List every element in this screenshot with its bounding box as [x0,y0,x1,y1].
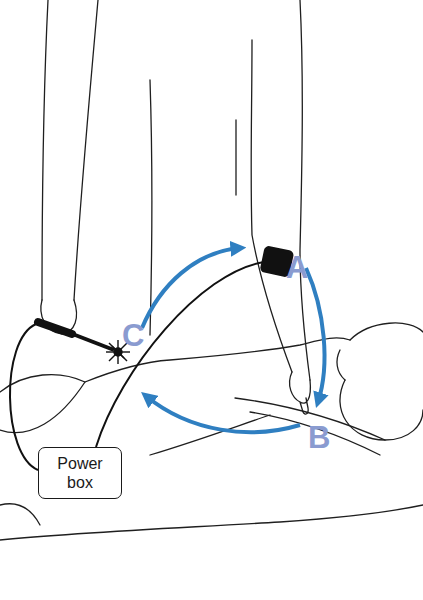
patient-head-line [337,350,345,380]
probe-handle [38,322,72,334]
person-right-hand [290,372,311,414]
person-right-arm [251,0,310,380]
patient-body-lower [0,505,423,540]
current-arrow [142,248,240,328]
point-letter: B [308,422,330,453]
patient-back [150,415,270,455]
probe-wire [10,324,38,470]
point-letter: A [286,252,308,283]
device-box: Power box [38,447,122,499]
current-arrow [146,396,300,432]
patient-leg [0,504,40,525]
probe-rod [70,333,114,350]
person-torso [150,80,236,335]
box-label: Power box [49,454,111,492]
current-arrows [142,248,324,432]
patient-arm [235,398,385,455]
current-arrow [306,268,324,402]
patient-head [340,323,423,440]
person-left-arm [42,0,98,300]
point-letter: C [122,320,144,351]
patient-outline [0,338,350,392]
